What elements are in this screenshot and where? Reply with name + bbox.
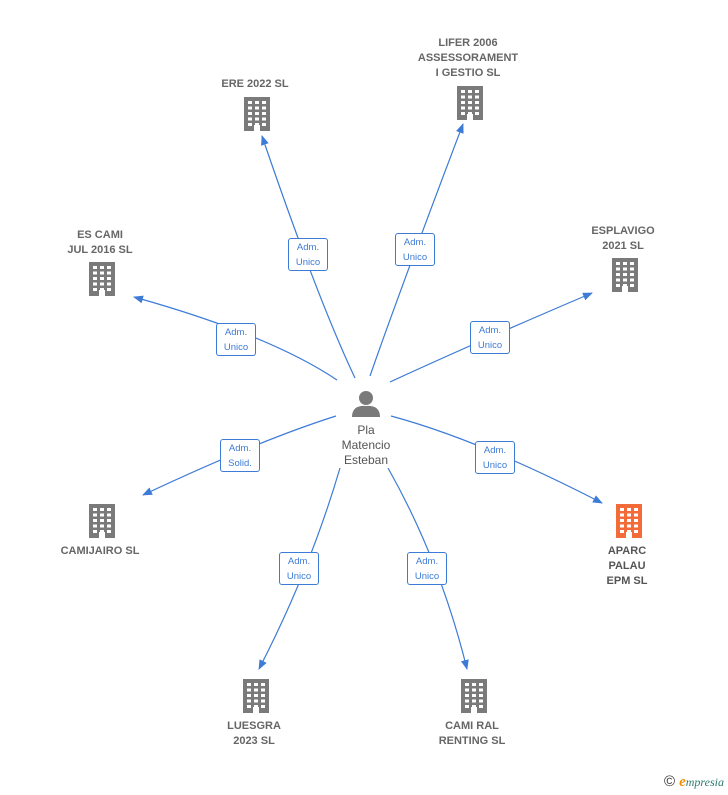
- edge-lifer2006: [369, 123, 464, 377]
- role-badge-luesgra: Adm. Unico: [279, 552, 319, 585]
- company-name-escami[interactable]: ES CAMI JUL 2016 SL: [67, 229, 133, 256]
- role-badge-camijairo: Adm. Solid.: [220, 439, 260, 472]
- company-name-camiral[interactable]: CAMI RAL RENTING SL: [438, 720, 506, 747]
- company-name-lifer2006[interactable]: LIFER 2006 ASSESSORAMENT I GESTIO SL: [417, 37, 519, 79]
- company-name-ere2022[interactable]: ERE 2022 SL: [221, 78, 289, 90]
- company-name-camijairo[interactable]: CAMIJAIRO SL: [60, 545, 140, 557]
- role-badge-ere2022: Adm. Unico: [288, 238, 328, 271]
- building-icon-luesgra: [243, 679, 269, 713]
- building-icon-camijairo: [89, 504, 115, 538]
- person-icon: [352, 391, 380, 417]
- center-person-name[interactable]: Pla Matencio Esteban: [341, 423, 391, 467]
- role-badge-escami: Adm. Unico: [216, 323, 256, 356]
- company-name-aparc[interactable]: APARC PALAU EPM SL: [606, 545, 648, 587]
- building-icon-ere2022: [244, 97, 270, 131]
- building-icon-lifer2006: [457, 86, 483, 120]
- company-name-esplavigo[interactable]: ESPLAVIGO 2021 SL: [591, 225, 655, 252]
- brand-name: mpresia: [685, 775, 724, 789]
- role-badge-camiral: Adm. Unico: [407, 552, 447, 585]
- building-icon-aparc: [616, 504, 642, 538]
- copyright-symbol: ©: [664, 773, 676, 790]
- edge-ere2022: [261, 135, 356, 379]
- role-badge-lifer2006: Adm. Unico: [395, 233, 435, 266]
- building-icon-esplavigo: [612, 258, 638, 292]
- node-icons: [89, 86, 642, 713]
- brand-e: e: [679, 774, 686, 790]
- company-name-luesgra[interactable]: LUESGRA 2023 SL: [227, 720, 281, 747]
- footer-brand: ©empresia: [664, 773, 724, 791]
- building-icon-camiral: [461, 679, 487, 713]
- building-icon-escami: [89, 262, 115, 296]
- role-badge-aparc: Adm. Unico: [475, 441, 515, 474]
- role-badge-esplavigo: Adm. Unico: [470, 321, 510, 354]
